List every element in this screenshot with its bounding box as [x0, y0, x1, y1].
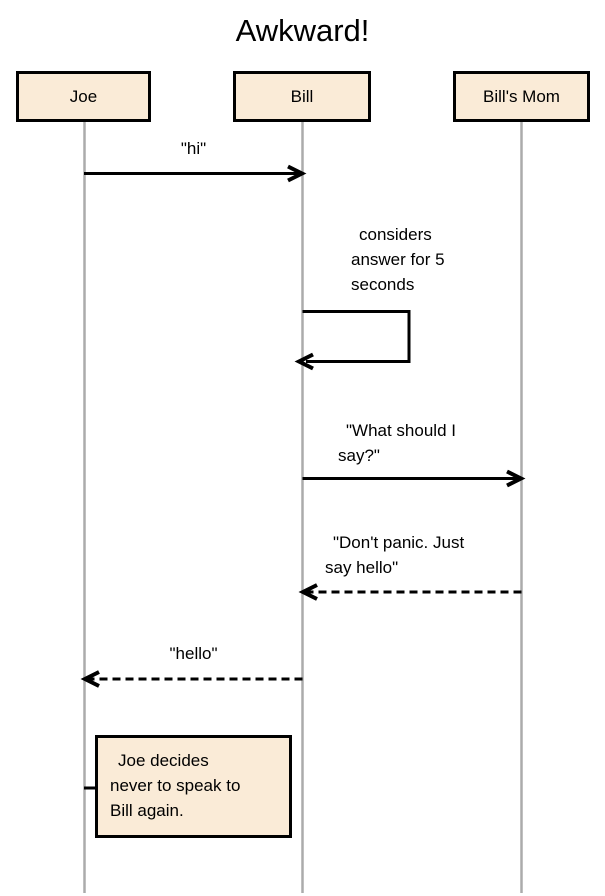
- arrowhead-what-should-i-say: [506, 469, 526, 488]
- message-label-considers: considers answer for 5 seconds: [351, 222, 501, 297]
- message-label-dont-panic: "Don't panic. Just say hello": [325, 530, 505, 580]
- actor-box-bills-mom: Bill's Mom: [453, 71, 590, 122]
- message-label-line: seconds: [351, 275, 415, 294]
- message-label-line: considers: [359, 225, 432, 244]
- note-line: Bill again.: [110, 801, 184, 820]
- message-label-line: answer for 5: [351, 250, 445, 269]
- note-line: Joe decides: [118, 751, 209, 770]
- arrowhead-hi: [287, 164, 307, 183]
- actor-box-joe: Joe: [16, 71, 151, 122]
- message-label-hello: "hello": [84, 641, 303, 666]
- arrowhead-hello: [80, 670, 100, 688]
- actor-label-bill: Bill: [290, 86, 314, 106]
- actor-box-bill: Bill: [233, 71, 371, 122]
- message-label-line: "What should I: [346, 421, 456, 440]
- message-label-what-should-i-say: "What should I say?": [338, 418, 498, 468]
- actor-label-bills-mom: Bill's Mom: [483, 86, 560, 106]
- note-line: never to speak to: [110, 776, 241, 795]
- arrowhead-dont-panic: [298, 583, 318, 601]
- message-label-line: "Don't panic. Just: [333, 533, 465, 552]
- message-label-line: "hi": [180, 139, 207, 158]
- note-box: Joe decides never to speak to Bill again…: [95, 735, 292, 838]
- message-label-hi: "hi": [84, 136, 303, 161]
- actor-label-joe: Joe: [69, 86, 98, 106]
- self-loop-considers: [302, 310, 411, 363]
- message-label-line: say hello": [325, 558, 399, 577]
- diagram-title: Awkward!: [235, 13, 370, 48]
- arrowhead-considers: [294, 352, 314, 371]
- message-label-line: "hello": [169, 644, 218, 663]
- message-label-line: say?": [338, 446, 380, 465]
